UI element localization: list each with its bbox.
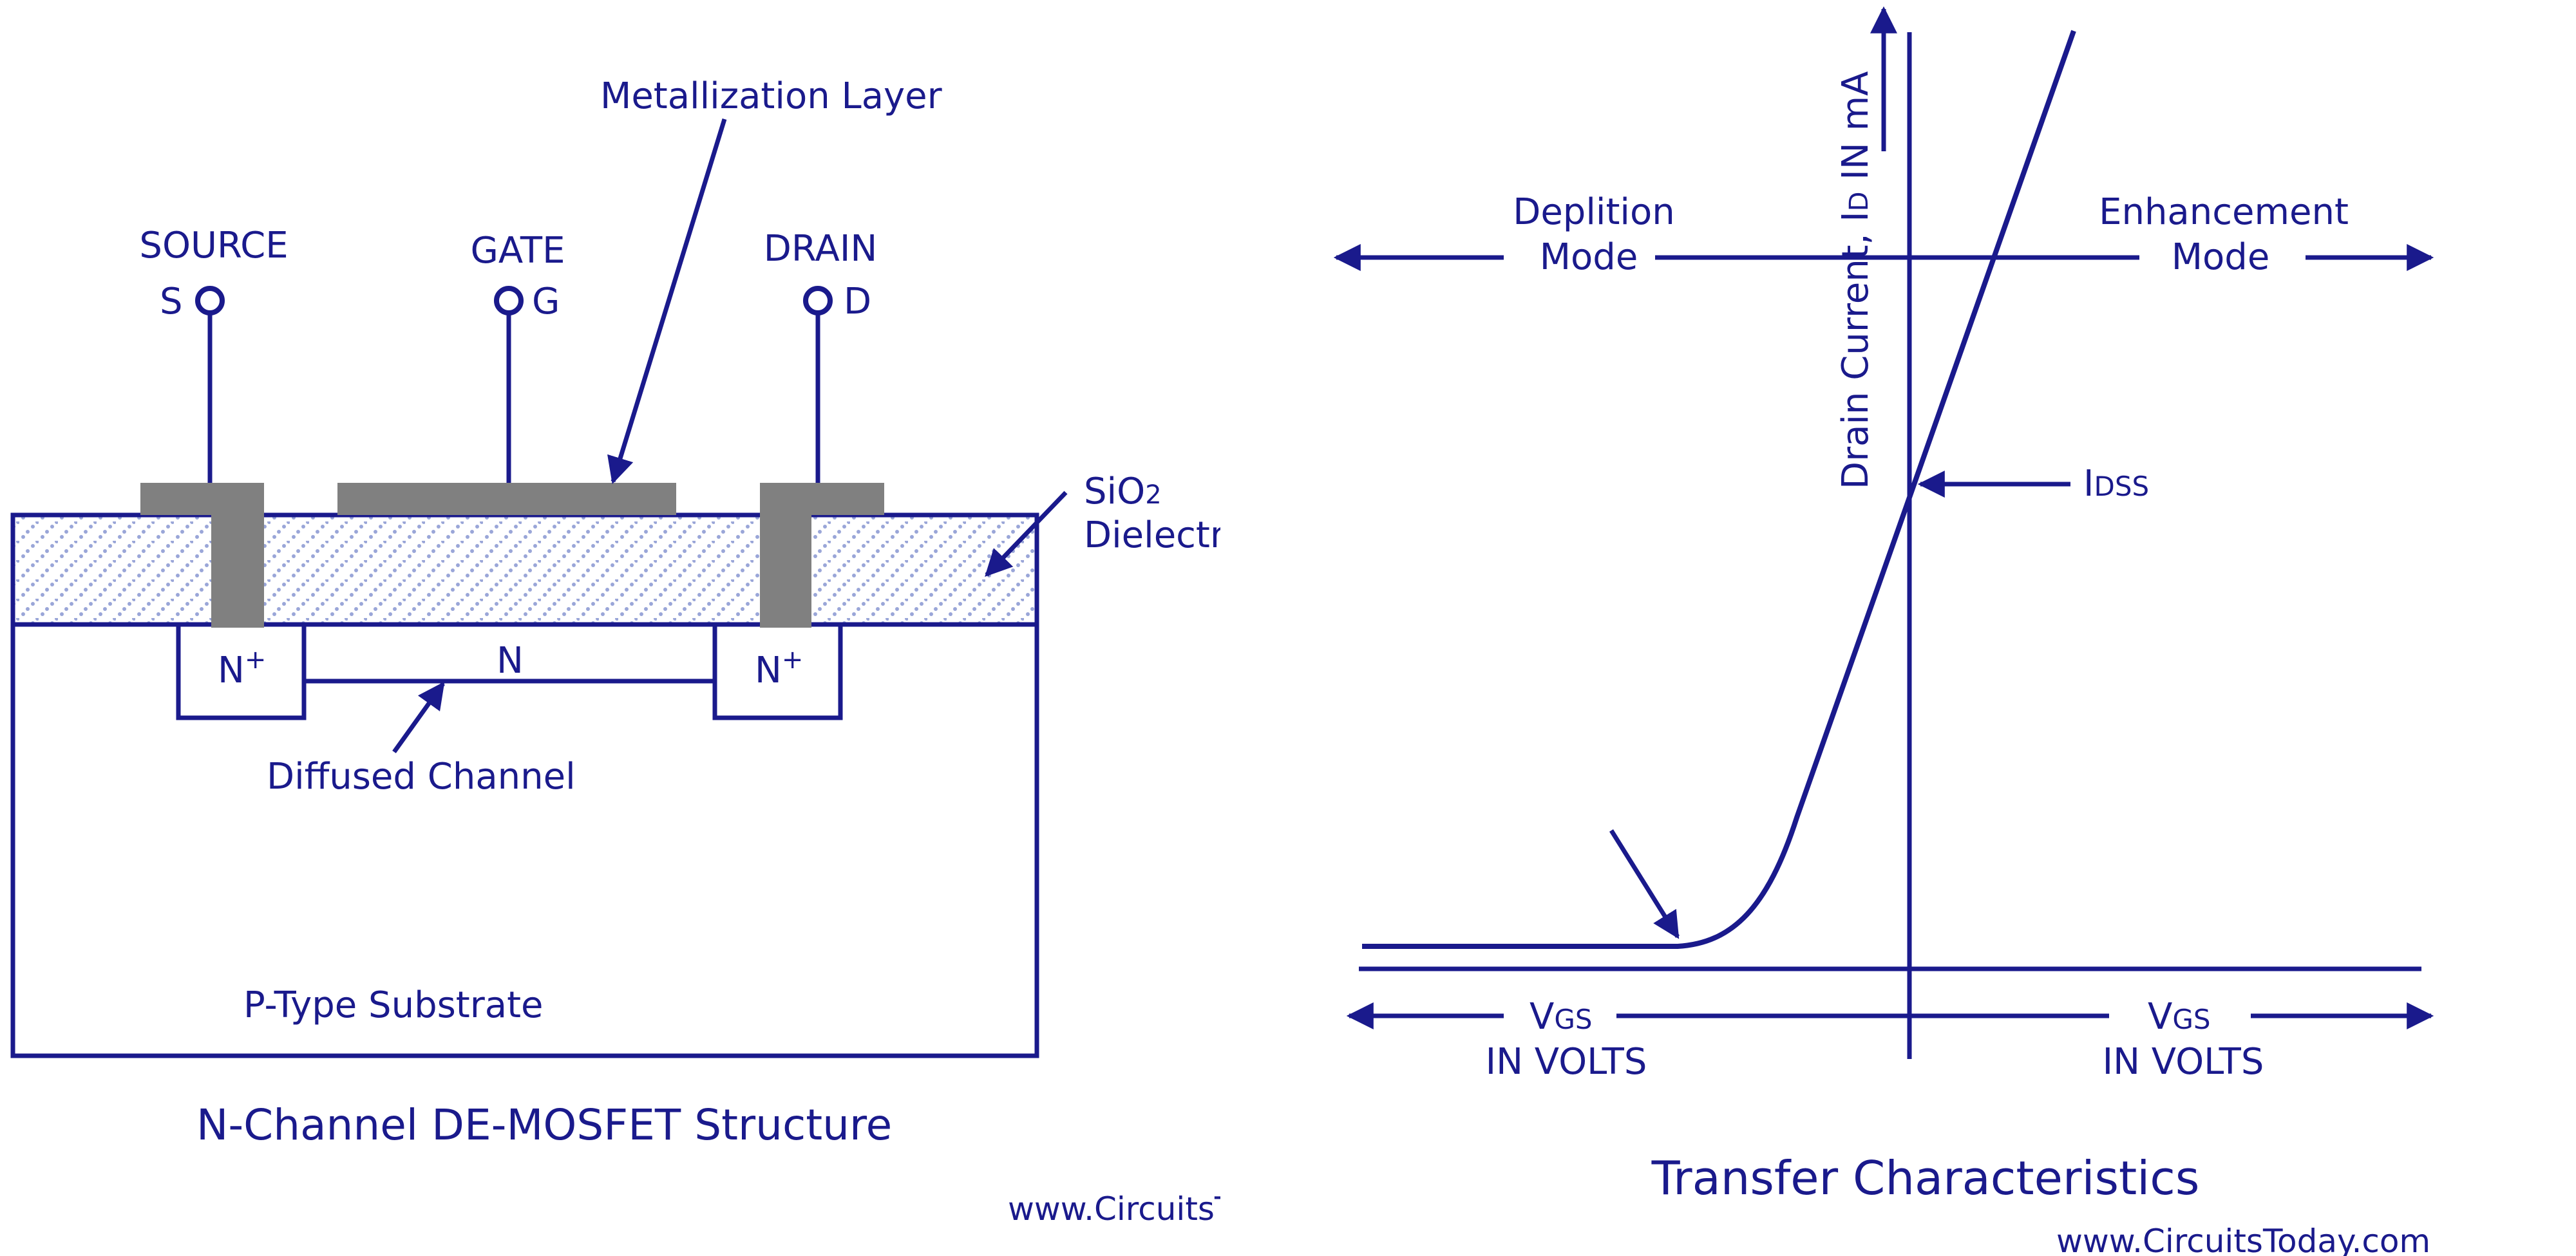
gate-letter: G: [532, 281, 560, 323]
dielectric-arrow: [985, 491, 1068, 577]
drain-metal-pad: [760, 483, 884, 515]
metallization-label: Metallization Layer: [600, 75, 943, 117]
depletion-label-2: Mode: [1540, 236, 1638, 278]
source-terminal-circle: [195, 286, 225, 315]
gate-metal-pad: [337, 483, 676, 515]
sio2-dielectric-layer: [10, 512, 1039, 627]
idss-label: IDSS: [2083, 463, 2149, 505]
enhancement-label-2: Mode: [2172, 236, 2270, 278]
n-plus-well-right: [712, 622, 843, 720]
mosfet-structure: SOURCE S GATE G DRAIN D Metallization La…: [10, 75, 1235, 1228]
transfer-characteristics: Drain Current, ID IN mA Deplition Mode E…: [1333, 6, 2434, 1256]
source-metal-via: [211, 515, 264, 628]
cutoff-pointer-arrow: [1609, 829, 1680, 939]
drain-letter: D: [844, 281, 871, 323]
n-plus-left-label: N+: [218, 645, 266, 691]
enhancement-label-1: Enhancement: [2099, 191, 2349, 233]
vgs-right-label: VGS: [2148, 996, 2211, 1038]
vgs-left-label: VGS: [1530, 996, 1593, 1038]
structure-watermark: www.CircuitsT: [1008, 1190, 1235, 1228]
metallization-arrow: [607, 118, 727, 485]
depletion-label-1: Deplition: [1513, 191, 1675, 233]
y-axis-label: Drain Current, ID IN mA: [1835, 71, 1877, 489]
drain-metal-via: [760, 515, 811, 628]
source-metal-pad: [140, 483, 264, 515]
drain-label: DRAIN: [764, 228, 877, 270]
diffused-channel-arrow: [392, 681, 445, 754]
n-plus-right-label: N+: [755, 645, 803, 691]
dielectric-label: Dielectr: [1084, 514, 1226, 556]
gate-label: GATE: [471, 230, 565, 272]
vgs-right-units: IN VOLTS: [2103, 1041, 2264, 1083]
clip-mask: [1220, 0, 1275, 1256]
vgs-left-units: IN VOLTS: [1486, 1041, 1647, 1083]
source-letter: S: [160, 281, 183, 323]
channel-n-label: N: [497, 640, 524, 682]
gate-terminal-circle: [494, 286, 524, 315]
drain-terminal-circle: [803, 286, 833, 315]
sio2-label: SiO2: [1084, 471, 1162, 512]
characteristics-title: Transfer Characteristics: [1651, 1151, 2200, 1205]
diffused-channel-label: Diffused Channel: [267, 756, 576, 798]
substrate-label: P-Type Substrate: [243, 984, 544, 1026]
source-label: SOURCE: [139, 225, 288, 267]
diffused-n-channel: [301, 622, 717, 684]
characteristics-watermark: www.CircuitsToday.com: [2056, 1223, 2430, 1256]
structure-title: N-Channel DE-MOSFET Structure: [196, 1100, 892, 1150]
transfer-curve: [1362, 30, 2076, 949]
